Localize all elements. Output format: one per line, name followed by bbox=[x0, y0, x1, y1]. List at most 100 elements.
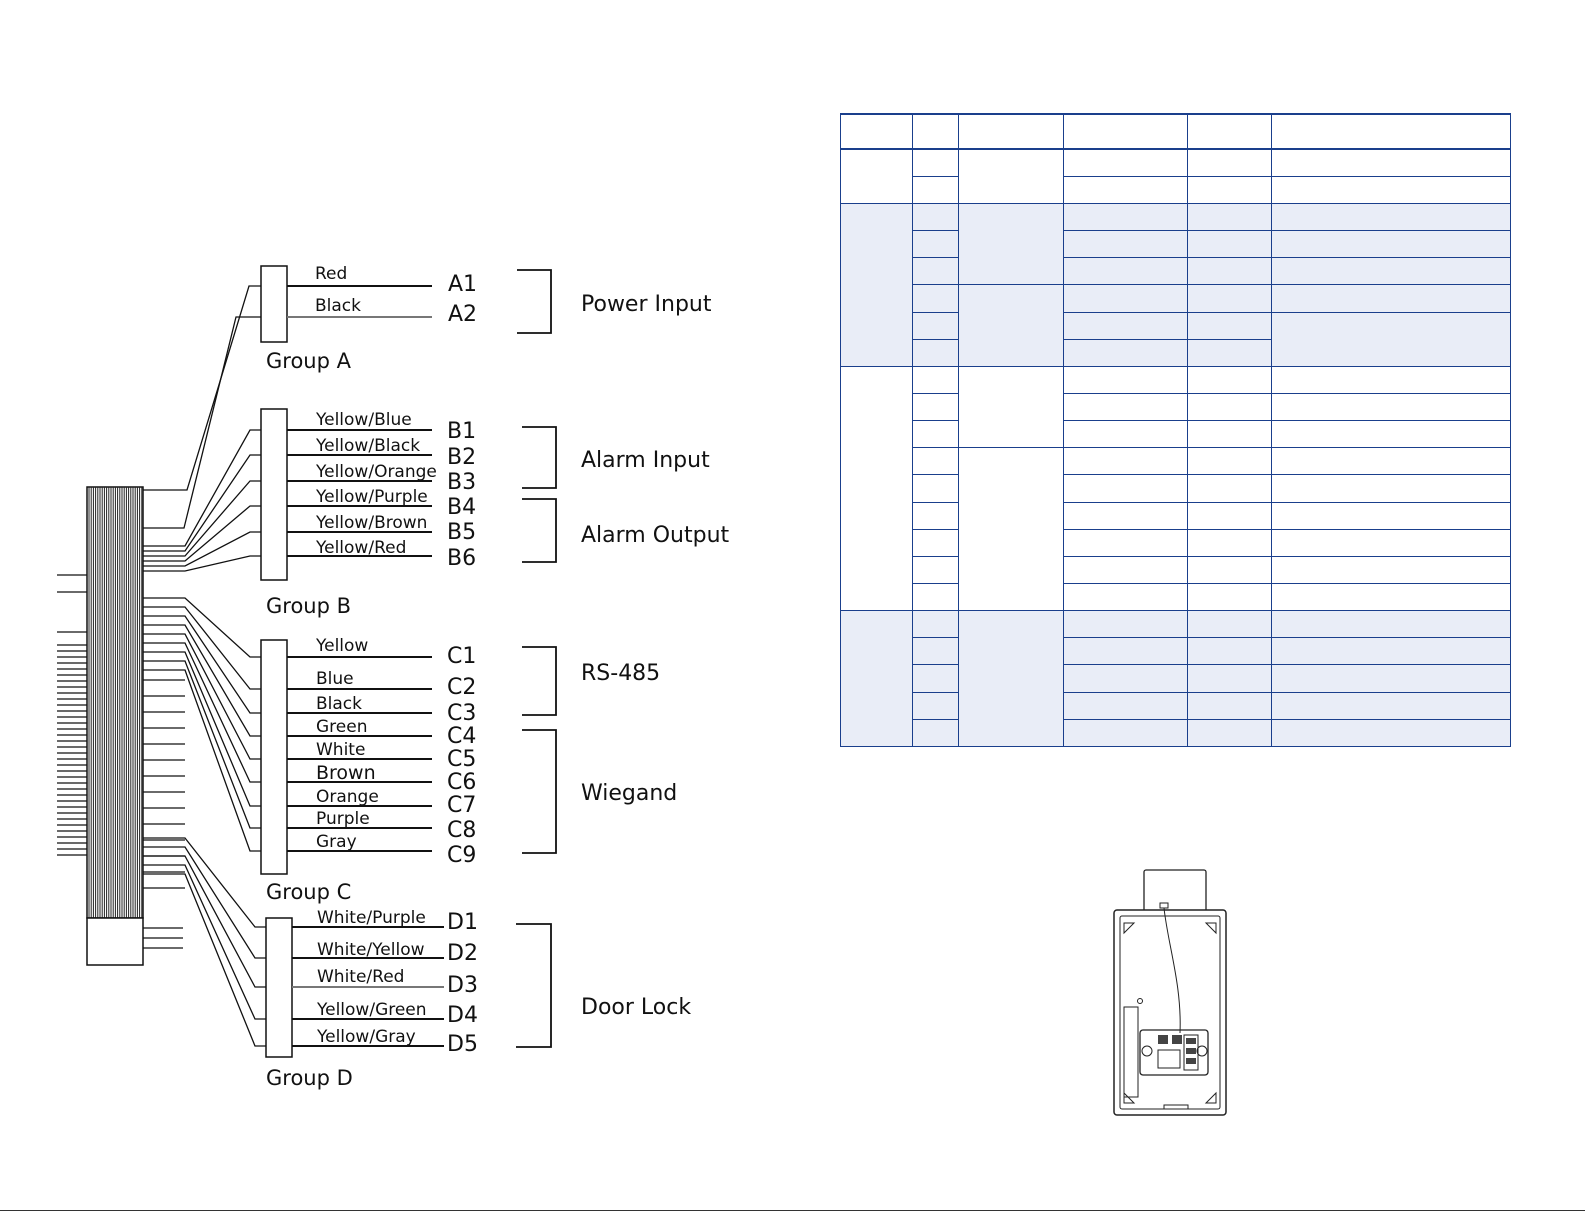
pin-label: C8 bbox=[447, 818, 476, 843]
table-cell bbox=[1063, 637, 1188, 666]
table-cell bbox=[1271, 528, 1511, 557]
group-b: Yellow/Blue Yellow/Black Yellow/Orange Y… bbox=[260, 408, 730, 618]
wire-label: Red bbox=[315, 264, 347, 284]
table-cell bbox=[1187, 284, 1272, 313]
bracket bbox=[516, 923, 552, 1048]
pin-label: A1 bbox=[448, 272, 477, 297]
table-cell bbox=[1063, 420, 1188, 449]
pin-label: B2 bbox=[447, 445, 476, 470]
table-row bbox=[841, 664, 1511, 693]
table-cell bbox=[1063, 148, 1188, 177]
table-cell bbox=[912, 202, 959, 232]
table-row bbox=[841, 474, 1511, 503]
wire-label: Yellow/Green bbox=[316, 1000, 427, 1020]
wiring-diagram: Red Black A1 A2 Power Input Group A Yell… bbox=[57, 264, 730, 1090]
table-cell bbox=[840, 202, 913, 367]
table-row bbox=[841, 637, 1511, 666]
bracket bbox=[522, 729, 557, 854]
function-label: Door Lock bbox=[581, 995, 691, 1020]
table-cell bbox=[1271, 610, 1511, 639]
wire-label: Yellow/Blue bbox=[315, 410, 412, 430]
pin-label: A2 bbox=[448, 302, 477, 327]
pin-label: B3 bbox=[447, 470, 476, 495]
table-cell bbox=[1271, 365, 1511, 394]
table-cell bbox=[1187, 501, 1272, 530]
pin-label: D3 bbox=[447, 973, 478, 998]
pin-label: B1 bbox=[447, 419, 476, 444]
table-cell bbox=[1271, 284, 1511, 313]
wire-label: Yellow/Orange bbox=[315, 462, 437, 482]
table-row bbox=[840, 365, 1511, 612]
table-cell bbox=[1271, 555, 1511, 584]
table-cell bbox=[912, 637, 959, 666]
table-cell bbox=[912, 230, 959, 259]
table-row bbox=[840, 610, 1511, 747]
table-cell bbox=[1187, 447, 1272, 476]
pin-label: C7 bbox=[447, 793, 476, 818]
table-row bbox=[841, 718, 1511, 748]
wire-label: Gray bbox=[316, 832, 357, 852]
table-cell bbox=[912, 175, 959, 204]
table-cell bbox=[1063, 112, 1188, 151]
group-c-terminal-block bbox=[260, 639, 288, 875]
table-row bbox=[841, 230, 1511, 259]
wire-label: Yellow/Gray bbox=[316, 1027, 416, 1047]
table-cell bbox=[912, 582, 959, 612]
table-cell bbox=[1187, 555, 1272, 584]
table-cell bbox=[1063, 610, 1188, 639]
table-cell bbox=[1187, 257, 1272, 286]
table-header-row bbox=[840, 112, 1511, 151]
table-cell bbox=[1063, 501, 1188, 530]
table-cell bbox=[1271, 420, 1511, 449]
table-cell bbox=[1271, 257, 1511, 286]
table-cell bbox=[958, 148, 1064, 204]
table-row bbox=[841, 528, 1511, 557]
table-cell bbox=[1063, 582, 1188, 612]
wire-label: Blue bbox=[316, 669, 354, 689]
table-cell bbox=[1271, 637, 1511, 666]
table-cell bbox=[912, 420, 959, 449]
table-row bbox=[841, 257, 1511, 286]
table-row bbox=[841, 338, 1511, 367]
table-cell bbox=[1063, 284, 1188, 313]
table-cell bbox=[1063, 230, 1188, 259]
table-cell bbox=[1187, 528, 1272, 557]
table-cell bbox=[1187, 311, 1272, 340]
table-cell bbox=[840, 365, 913, 612]
function-label: Wiegand bbox=[581, 781, 677, 806]
pin-label: B5 bbox=[447, 520, 476, 545]
table-cell bbox=[1187, 610, 1272, 639]
wire-label: Green bbox=[316, 717, 367, 737]
wire-label: Yellow/Black bbox=[315, 436, 420, 456]
bracket bbox=[522, 498, 557, 563]
group-d: White/Purple White/Yellow White/Red Yell… bbox=[265, 908, 691, 1090]
table-cell bbox=[958, 447, 1064, 612]
pin-label: C1 bbox=[447, 644, 476, 669]
table-cell bbox=[912, 284, 959, 313]
table-cell bbox=[912, 501, 959, 530]
bracket bbox=[517, 269, 552, 334]
table-cell bbox=[1271, 501, 1511, 530]
table-cell bbox=[1271, 664, 1511, 693]
bracket bbox=[522, 646, 557, 716]
pin-label: C4 bbox=[447, 724, 476, 749]
table-cell bbox=[912, 311, 959, 340]
table-cell bbox=[840, 610, 913, 747]
fan-out-wires bbox=[143, 285, 266, 1047]
group-d-terminal-block bbox=[265, 917, 293, 1058]
table-cell bbox=[1063, 718, 1188, 748]
table-row bbox=[841, 447, 1511, 612]
table-cell bbox=[1063, 338, 1188, 367]
table-cell bbox=[958, 284, 1064, 367]
table-cell bbox=[1063, 311, 1188, 340]
table-cell bbox=[1187, 474, 1272, 503]
group-a: Red Black A1 A2 Power Input Group A bbox=[260, 264, 712, 373]
table-cell bbox=[912, 338, 959, 367]
table-row bbox=[841, 555, 1511, 584]
wire-label: White bbox=[316, 740, 365, 760]
table-row bbox=[841, 501, 1511, 530]
table-cell bbox=[1063, 257, 1188, 286]
table-cell bbox=[1271, 148, 1511, 177]
table-cell bbox=[1271, 311, 1511, 367]
table-cell bbox=[1271, 691, 1511, 720]
